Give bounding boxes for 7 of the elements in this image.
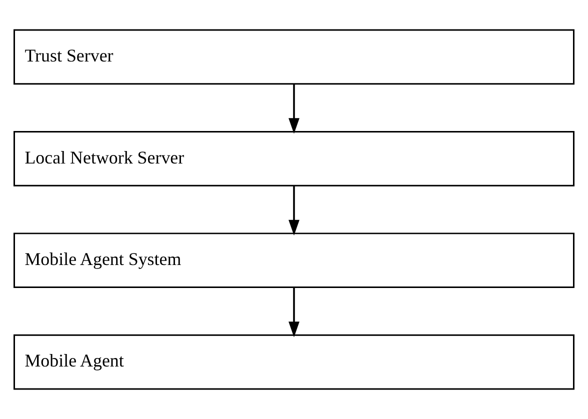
arrow	[288, 186, 300, 236]
node-box: Trust Server	[14, 29, 574, 85]
node-box: Mobile Agent	[14, 334, 574, 390]
node-box: Local Network Server	[14, 130, 574, 186]
arrow	[288, 84, 300, 134]
arrow	[288, 288, 300, 338]
node-box: Mobile Agent System	[14, 232, 574, 288]
